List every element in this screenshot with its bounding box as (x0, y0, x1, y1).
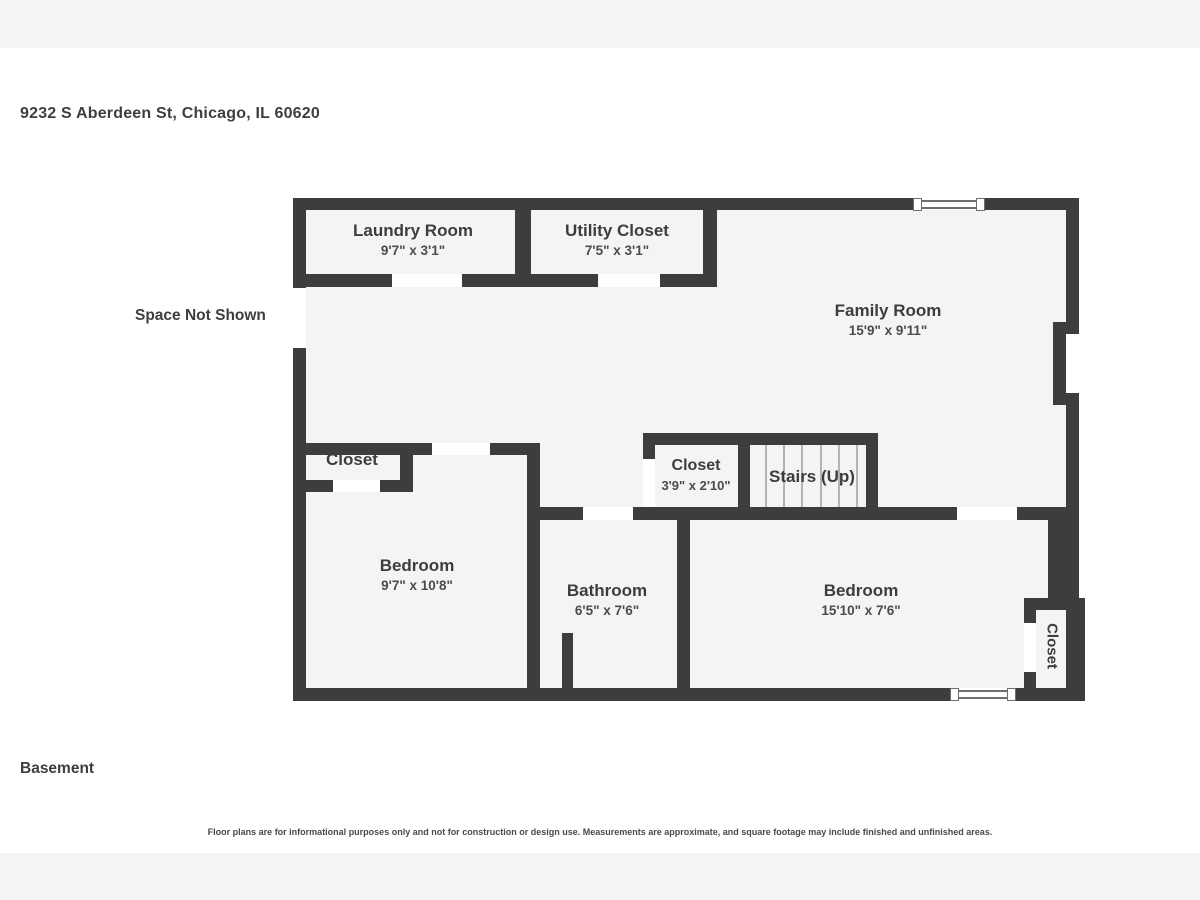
room-label-utility-closet: Utility Closet 7'5" x 3'1" (565, 220, 669, 261)
stair-tread (783, 445, 785, 507)
room-name: Family Room (834, 301, 942, 320)
room-label-closet-center: Closet 3'9" x 2'10" (661, 455, 730, 496)
room-dims: 9'7" x 10'8" (381, 578, 453, 593)
room-dims: 6'5" x 7'6" (574, 603, 640, 618)
wall (660, 274, 717, 287)
window-cap (913, 197, 922, 211)
wall (1024, 598, 1085, 610)
room-name: Utility Closet (565, 221, 669, 240)
wall (738, 433, 750, 520)
wall (643, 433, 655, 459)
window-cap (1007, 688, 1016, 701)
stair-tread (838, 445, 840, 507)
room-name: Closet (671, 457, 721, 474)
wall (380, 480, 413, 492)
room-name: Bedroom (823, 581, 899, 600)
room-dims: 15'9" x 9'11" (848, 323, 928, 338)
wall (643, 433, 878, 445)
disclaimer-text: Floor plans are for informational purpos… (207, 827, 993, 837)
wall (677, 507, 690, 701)
room-dims: 9'7" x 3'1" (380, 243, 446, 258)
door-opening (432, 443, 490, 455)
door-opening (392, 274, 462, 287)
wall (527, 443, 540, 701)
wall (562, 633, 573, 689)
door-opening (293, 288, 306, 348)
stair-tread (856, 445, 858, 507)
wall (1066, 198, 1079, 324)
wall (633, 507, 957, 520)
room-name: Closet (326, 450, 378, 469)
wall (1053, 322, 1066, 405)
room-name: Stairs (Up) (769, 467, 855, 486)
property-address: 9232 S Aberdeen St, Chicago, IL 60620 (20, 105, 320, 122)
wall (293, 274, 392, 287)
door-opening (583, 507, 633, 520)
wall (1024, 598, 1036, 623)
window (950, 688, 1016, 701)
door-opening (598, 274, 660, 287)
wall (1053, 393, 1079, 405)
room-dims: 7'5" x 3'1" (584, 243, 650, 258)
room-name: Bathroom (566, 581, 648, 600)
room-name: Laundry Room (353, 221, 473, 240)
door-opening (333, 480, 380, 492)
bottom-band (0, 853, 1200, 900)
room-label-laundry: Laundry Room 9'7" x 3'1" (353, 220, 473, 261)
stair-tread (765, 445, 767, 507)
window-pane (959, 690, 1007, 699)
room-label-closet-right: Closet (1043, 623, 1061, 669)
room-label-bathroom: Bathroom 6'5" x 7'6" (567, 580, 647, 621)
stair-tread (801, 445, 803, 507)
room-label-family-room: Family Room 15'9" x 9'11" (835, 300, 942, 341)
stair-tread (820, 445, 822, 507)
top-band (0, 0, 1200, 48)
wall (1048, 507, 1079, 610)
wall (1072, 598, 1085, 701)
window-cap (950, 688, 959, 701)
wall (293, 348, 306, 701)
window-pane (922, 199, 976, 209)
window (913, 197, 985, 211)
wall (293, 443, 432, 455)
floor-level-label: Basement (20, 760, 95, 777)
wall (1024, 672, 1036, 701)
wall (400, 443, 413, 492)
room-name: Bedroom (379, 556, 455, 575)
space-not-shown-label: Space Not Shown (135, 307, 266, 324)
wall (527, 507, 583, 520)
room-label-closet-left: Closet (326, 449, 378, 470)
room-label-bedroom-left: Bedroom 9'7" x 10'8" (380, 555, 455, 596)
wall (866, 433, 878, 520)
wall (703, 198, 717, 287)
door-opening (1024, 623, 1036, 672)
room-label-stairs: Stairs (Up) (769, 466, 855, 487)
room-dims: 15'10" x 7'6" (821, 603, 901, 618)
room-label-bedroom-right: Bedroom 15'10" x 7'6" (821, 580, 900, 621)
wall (293, 198, 306, 288)
wall-recess (1066, 334, 1079, 393)
wall (293, 480, 333, 492)
door-opening (643, 459, 655, 507)
window-cap (976, 197, 985, 211)
room-dims: 3'9" x 2'10" (661, 478, 731, 493)
wall (515, 198, 531, 287)
wall (293, 198, 1079, 210)
door-opening (957, 507, 1017, 520)
